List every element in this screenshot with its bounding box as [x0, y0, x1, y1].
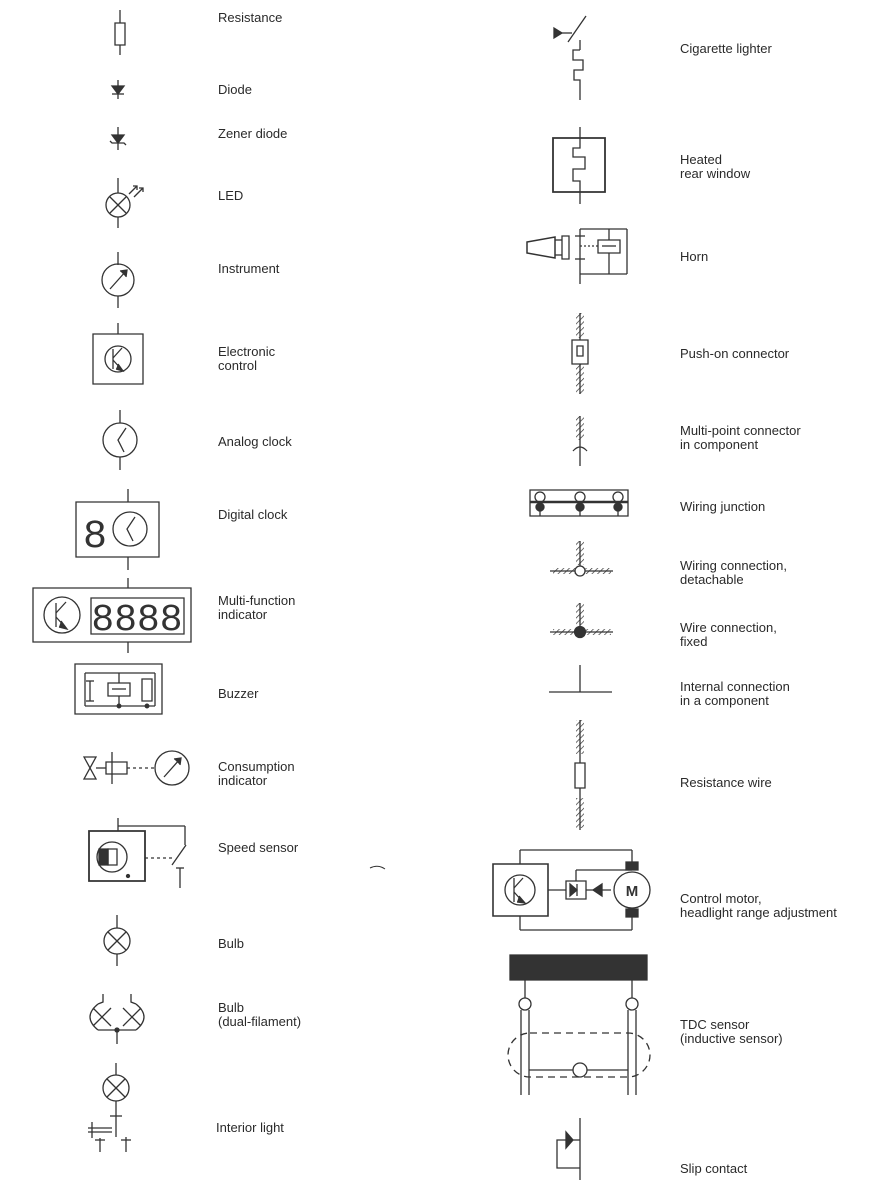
label-analog-clock: Analog clock — [218, 434, 292, 449]
label-multi-function-indicator: Multi-function indicator — [218, 593, 296, 622]
label-buzzer: Buzzer — [218, 686, 259, 701]
label-led: LED — [218, 188, 244, 203]
label-speed-sensor: Speed sensor — [218, 840, 299, 855]
resistance-icon — [115, 10, 125, 55]
label-instrument: Instrument — [218, 261, 280, 276]
label-horn: Horn — [680, 249, 709, 264]
stray-mark — [370, 866, 385, 869]
label-multi-point-connector: Multi-point connector in component — [680, 423, 801, 452]
dual-filament-bulb-icon — [90, 994, 144, 1044]
label-push-on-connector: Push-on connector — [680, 346, 790, 361]
label-interior-light: Interior light — [216, 1120, 284, 1135]
label-cigarette-lighter: Cigarette lighter — [680, 41, 772, 56]
led-icon — [106, 178, 143, 228]
diode-icon — [112, 80, 124, 99]
horn-icon — [527, 229, 627, 284]
multi-point-connector-icon — [573, 416, 587, 466]
label-slip-contact: Slip contact — [680, 1161, 748, 1176]
label-wire-connection-fixed: Wire connection, fixed — [680, 620, 777, 649]
zener-diode-icon — [110, 127, 126, 150]
label-internal-connection: Internal connection in a component — [680, 679, 790, 708]
label-tdc-sensor: TDC sensor (inductive sensor) — [680, 1017, 783, 1046]
buzzer-icon — [75, 664, 162, 714]
analog-clock-icon — [103, 410, 137, 470]
cigarette-lighter-icon — [554, 16, 586, 100]
label-digital-clock: Digital clock — [218, 507, 288, 522]
label-bulb: Bulb — [218, 936, 245, 951]
wiring-junction-icon — [530, 490, 628, 516]
consumption-indicator-icon — [84, 751, 189, 785]
slip-contact-icon — [557, 1118, 580, 1180]
label-consumption-indicator: Consumption indicator — [218, 759, 295, 788]
electronic-control-icon — [93, 323, 143, 384]
wire-connection-fixed-icon — [550, 603, 613, 638]
label-electronic-control: Electronic control — [218, 344, 276, 373]
bulb-icon — [104, 915, 130, 966]
label-heated-rear-window: Heated rear window — [680, 152, 751, 181]
push-on-connector-icon — [572, 313, 588, 394]
heated-rear-window-icon — [553, 127, 605, 204]
digital-clock-icon: 8 — [76, 489, 159, 570]
instrument-icon — [102, 252, 134, 308]
label-diode: Diode — [218, 82, 252, 97]
internal-connection-icon — [549, 665, 612, 692]
multi-function-indicator-icon: 8888 — [33, 578, 191, 653]
wiring-connection-detachable-icon — [550, 541, 613, 576]
resistance-wire-icon — [575, 720, 585, 830]
label-wiring-junction: Wiring junction — [680, 499, 766, 514]
speed-sensor-icon — [89, 818, 186, 888]
label-zener-diode: Zener diode — [218, 126, 288, 141]
label-resistance: Resistance — [218, 10, 283, 25]
label-control-motor: Control motor, headlight range adjustmen… — [680, 891, 837, 920]
label-resistance-wire: Resistance wire — [680, 775, 772, 790]
label-wiring-connection-detachable: Wiring connection, detachable — [680, 558, 787, 587]
interior-light-icon — [88, 1063, 131, 1152]
multi-function-digits: 8888 — [91, 599, 182, 642]
motor-letter: M — [626, 883, 639, 900]
digital-clock-digit: 8 — [83, 515, 107, 560]
tdc-sensor-icon — [508, 955, 650, 1095]
label-bulb-dual-filament: Bulb (dual-filament) — [218, 1000, 302, 1029]
control-motor-icon: M — [493, 850, 650, 930]
